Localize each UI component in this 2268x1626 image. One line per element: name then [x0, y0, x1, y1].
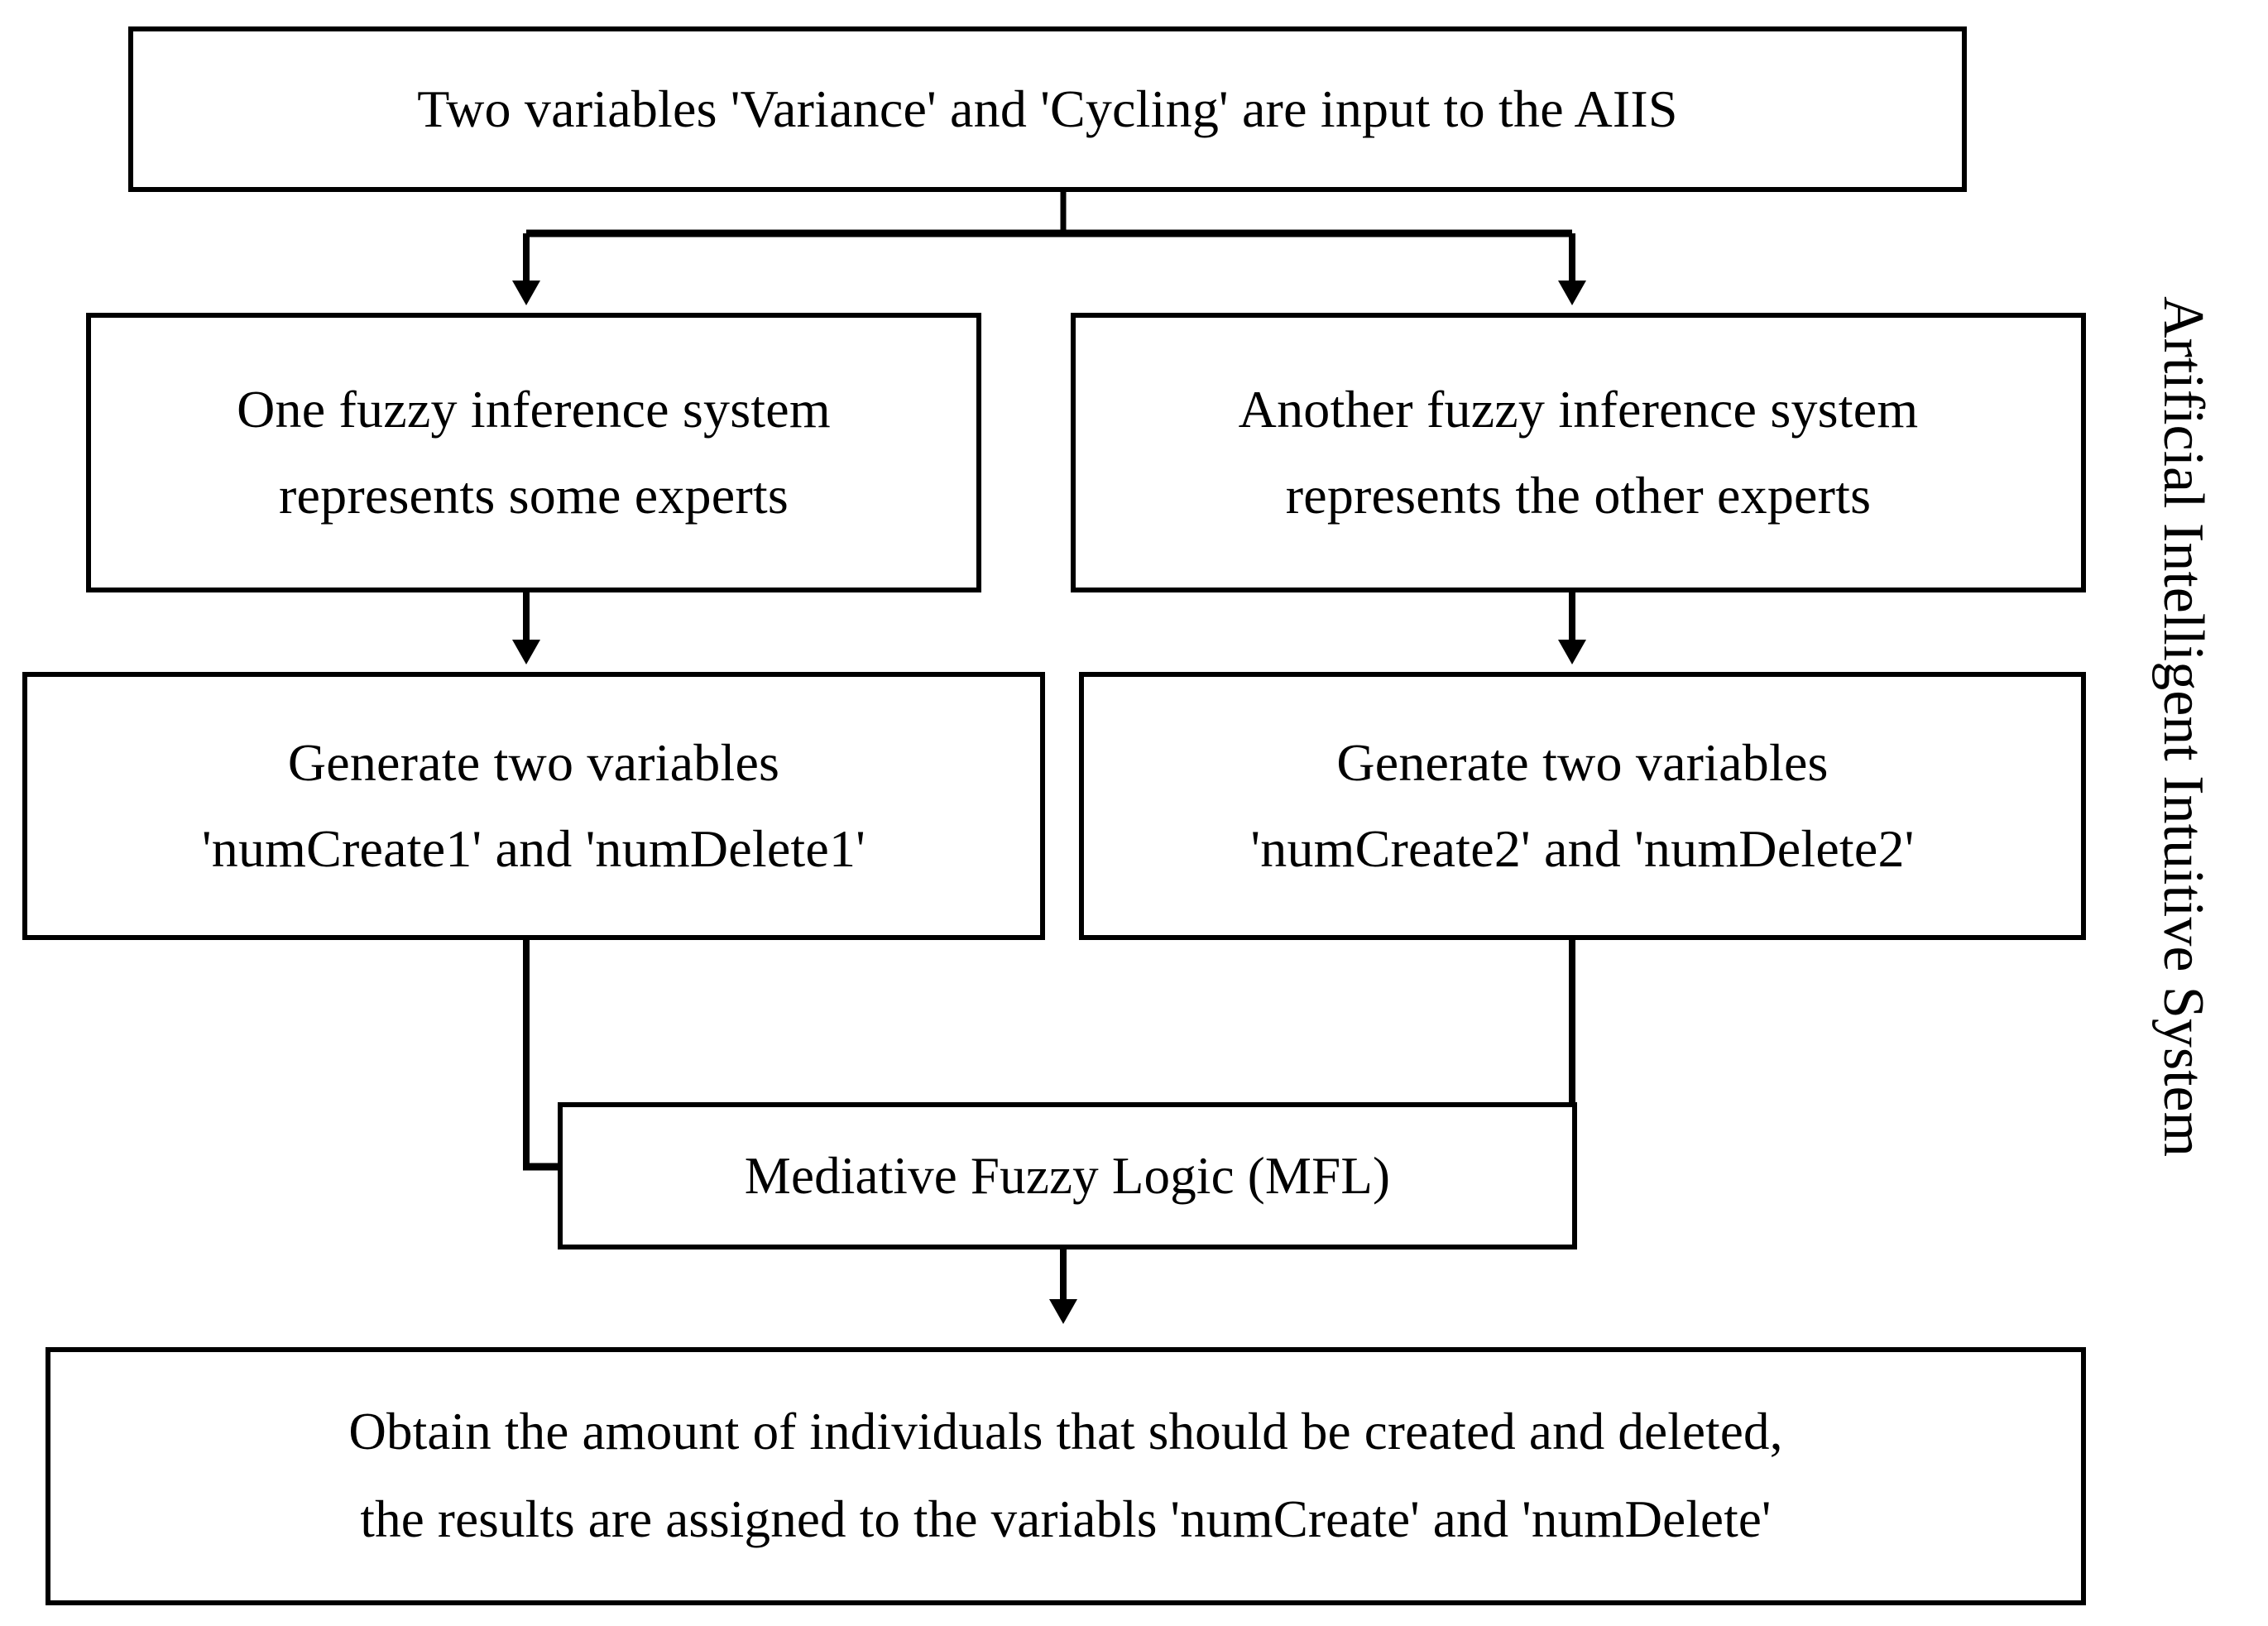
node-one-fuzzy-inference-system: One fuzzy inference system represents so… — [86, 313, 981, 592]
node-generate-variables-1: Generate two variables 'numCreate1' and … — [22, 672, 1045, 940]
node-generate-variables-2: Generate two variables 'numCreate2' and … — [1079, 672, 2086, 940]
diagram-side-label: Artificial Intelligent Intuitive System — [2151, 296, 2215, 1158]
node-obtain-amounts-line-2: the results are assigned to the variabls… — [360, 1490, 1772, 1548]
node-generate-variables-1-line-2: 'numCreate1' and 'numDelete1' — [202, 819, 865, 878]
node-generate-variables-1-line-1: Generate two variables — [287, 733, 780, 793]
node-generate-variables-2-line-1: Generate two variables — [1336, 733, 1829, 793]
edge-top-split — [512, 192, 1586, 305]
node-another-fuzzy-inference-system: Another fuzzy inference system represent… — [1071, 313, 2086, 592]
node-obtain-amounts-line-1: Obtain the amount of individuals that sh… — [348, 1403, 1783, 1461]
node-obtain-amounts: Obtain the amount of individuals that sh… — [46, 1347, 2086, 1605]
node-input-variables-line-1: Two variables 'Variance' and 'Cycling' a… — [417, 79, 1678, 139]
node-generate-variables-2-line-2: 'numCreate2' and 'numDelete2' — [1250, 819, 1915, 878]
node-one-fuzzy-inference-system-line-1: One fuzzy inference system — [237, 380, 831, 439]
node-one-fuzzy-inference-system-line-2: represents some experts — [279, 466, 789, 525]
node-mediative-fuzzy-logic-line-1: Mediative Fuzzy Logic (MFL) — [744, 1146, 1391, 1205]
node-another-fuzzy-inference-system-line-1: Another fuzzy inference system — [1238, 380, 1919, 439]
node-another-fuzzy-inference-system-line-2: represents the other experts — [1285, 466, 1872, 525]
node-input-variables: Two variables 'Variance' and 'Cycling' a… — [128, 26, 1967, 192]
node-mediative-fuzzy-logic: Mediative Fuzzy Logic (MFL) — [558, 1102, 1577, 1249]
